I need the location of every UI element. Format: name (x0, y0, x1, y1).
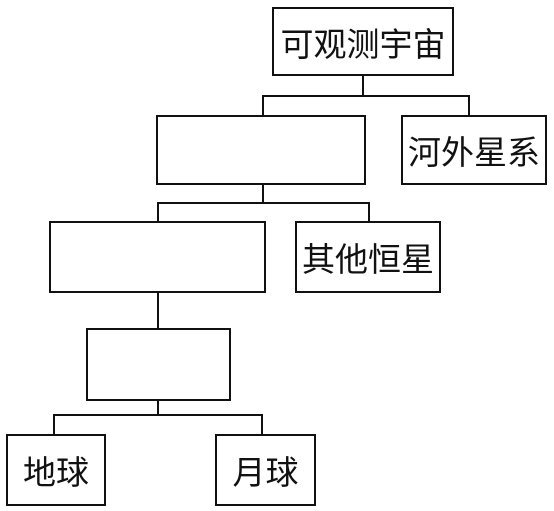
connector-level1-down (262, 184, 264, 203)
connector-level3-down (157, 400, 159, 415)
connector-leaves-right-drop (261, 414, 263, 435)
node-galaxies-label: 河外星系 (408, 133, 540, 172)
node-other-stars-label: 其他恒星 (302, 240, 434, 279)
node-level3-blank (86, 328, 231, 401)
connector-leaves-left-drop (53, 414, 55, 435)
connector-leaves-bar (53, 414, 263, 416)
connector-root-down (362, 75, 364, 96)
connector-level2-bar (157, 202, 370, 204)
node-moon: 月球 (215, 434, 316, 506)
connector-level1-right-drop (468, 95, 470, 116)
connector-level1-bar (262, 95, 470, 97)
connector-level2-right-drop (368, 202, 370, 222)
node-level2-blank (49, 221, 266, 293)
node-earth-label: 地球 (23, 453, 89, 492)
node-galaxies: 河外星系 (401, 115, 547, 185)
node-moon-label: 月球 (232, 453, 299, 492)
connector-level2-down (157, 292, 159, 329)
node-root: 可观测宇宙 (272, 7, 454, 76)
node-root-label: 可观测宇宙 (280, 24, 446, 64)
node-other-stars: 其他恒星 (295, 221, 441, 293)
connector-level1-left-drop (262, 95, 264, 116)
connector-level2-left-drop (157, 202, 159, 222)
node-earth: 地球 (6, 434, 106, 506)
node-level1-blank (156, 115, 366, 185)
